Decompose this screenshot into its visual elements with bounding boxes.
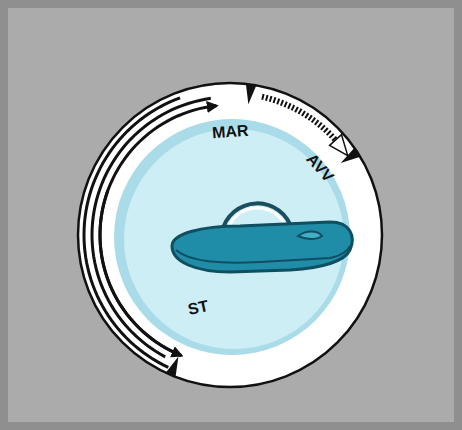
position-mark [246, 84, 257, 104]
key-edge [176, 246, 350, 263]
switch-position-label: MAR [211, 123, 248, 142]
rotation-arrow [100, 191, 181, 356]
spring-return-arrow [262, 97, 348, 156]
position-mark [166, 357, 179, 377]
position-marks [166, 84, 361, 377]
spring-return-head [330, 135, 348, 156]
spring-return-hatch [262, 97, 336, 140]
key-hole [298, 232, 322, 240]
panel [8, 8, 454, 422]
key-body [172, 222, 352, 272]
switch-ring [78, 83, 382, 387]
rotation-arrow [92, 98, 211, 357]
